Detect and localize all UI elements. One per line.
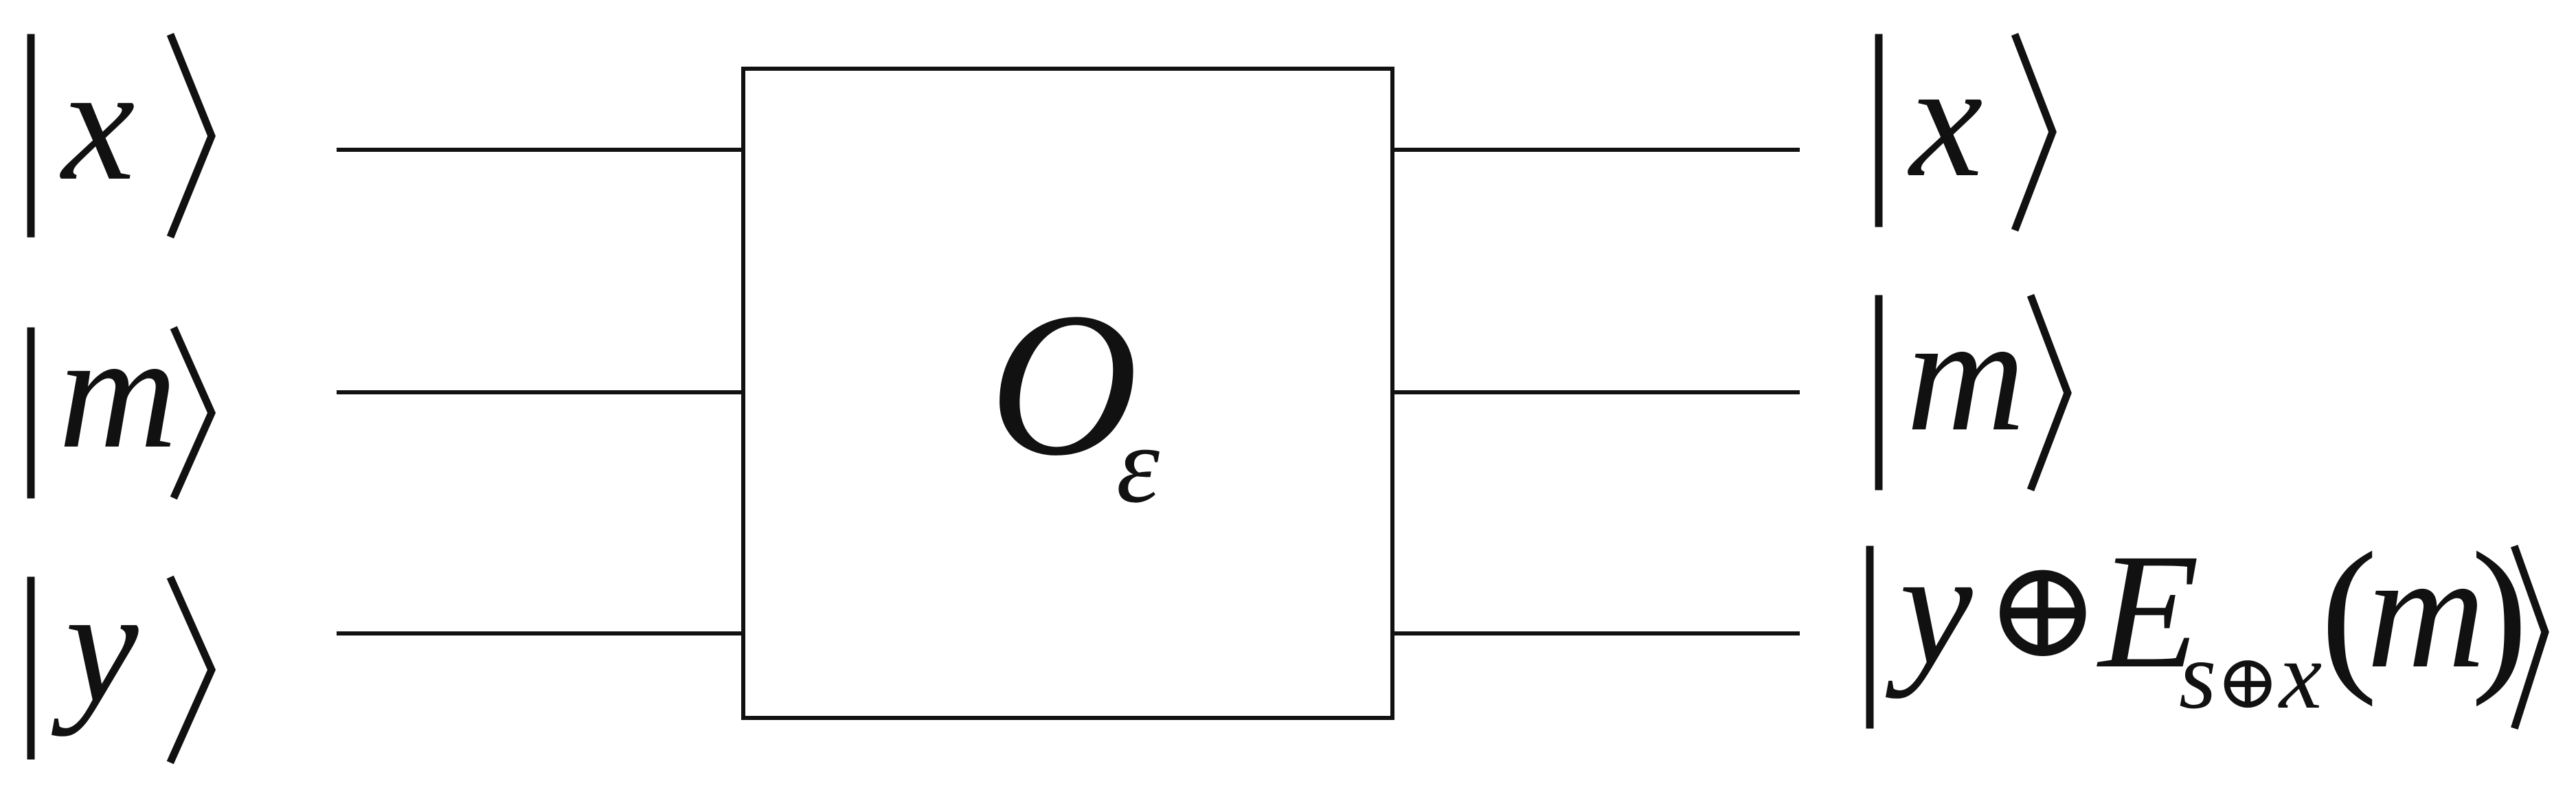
- encryption-function-symbol: E: [2097, 519, 2200, 702]
- ket-right-angle: [166, 32, 216, 239]
- ket-symbol: x: [60, 32, 135, 214]
- xor-symbol: ⊕: [1985, 529, 2101, 689]
- oracle-gate-box: [741, 67, 1394, 720]
- ket-symbol: x: [1908, 28, 1983, 211]
- subscript-x-symbol: x: [2278, 622, 2322, 729]
- ket-symbol: m: [1906, 282, 2025, 465]
- oracle-gate-symbol: O: [989, 270, 1138, 498]
- ket-right-angle: [170, 326, 216, 500]
- output-ket-x: x: [1875, 28, 2057, 232]
- output-ket-y-xor-encryption: y ⊕ E s ⊕ x ( m ): [1866, 516, 2549, 730]
- ket-symbol-m: m: [2366, 519, 2485, 702]
- oracle-gate: O ε: [741, 67, 1394, 720]
- output-ket-m: m: [1875, 282, 2072, 492]
- oracle-gate-subscript: ε: [1116, 403, 1160, 526]
- subscript-key-symbol: s: [2179, 622, 2216, 729]
- ket-right-angle: [2510, 544, 2549, 730]
- close-paren: ): [2471, 517, 2528, 708]
- open-paren: (: [2320, 517, 2377, 708]
- subscript-xor-symbol: ⊕: [2216, 638, 2279, 725]
- input-ket-y: y: [27, 554, 216, 765]
- input-ket-x: x: [27, 32, 216, 239]
- ket-right-angle: [2011, 32, 2057, 232]
- ket-right-angle: [2026, 293, 2072, 492]
- input-ket-m: m: [27, 300, 216, 500]
- ket-right-angle: [166, 575, 216, 765]
- ket-symbol: m: [58, 300, 177, 482]
- ket-symbol-y: y: [1885, 516, 1973, 699]
- ket-symbol: y: [51, 554, 139, 736]
